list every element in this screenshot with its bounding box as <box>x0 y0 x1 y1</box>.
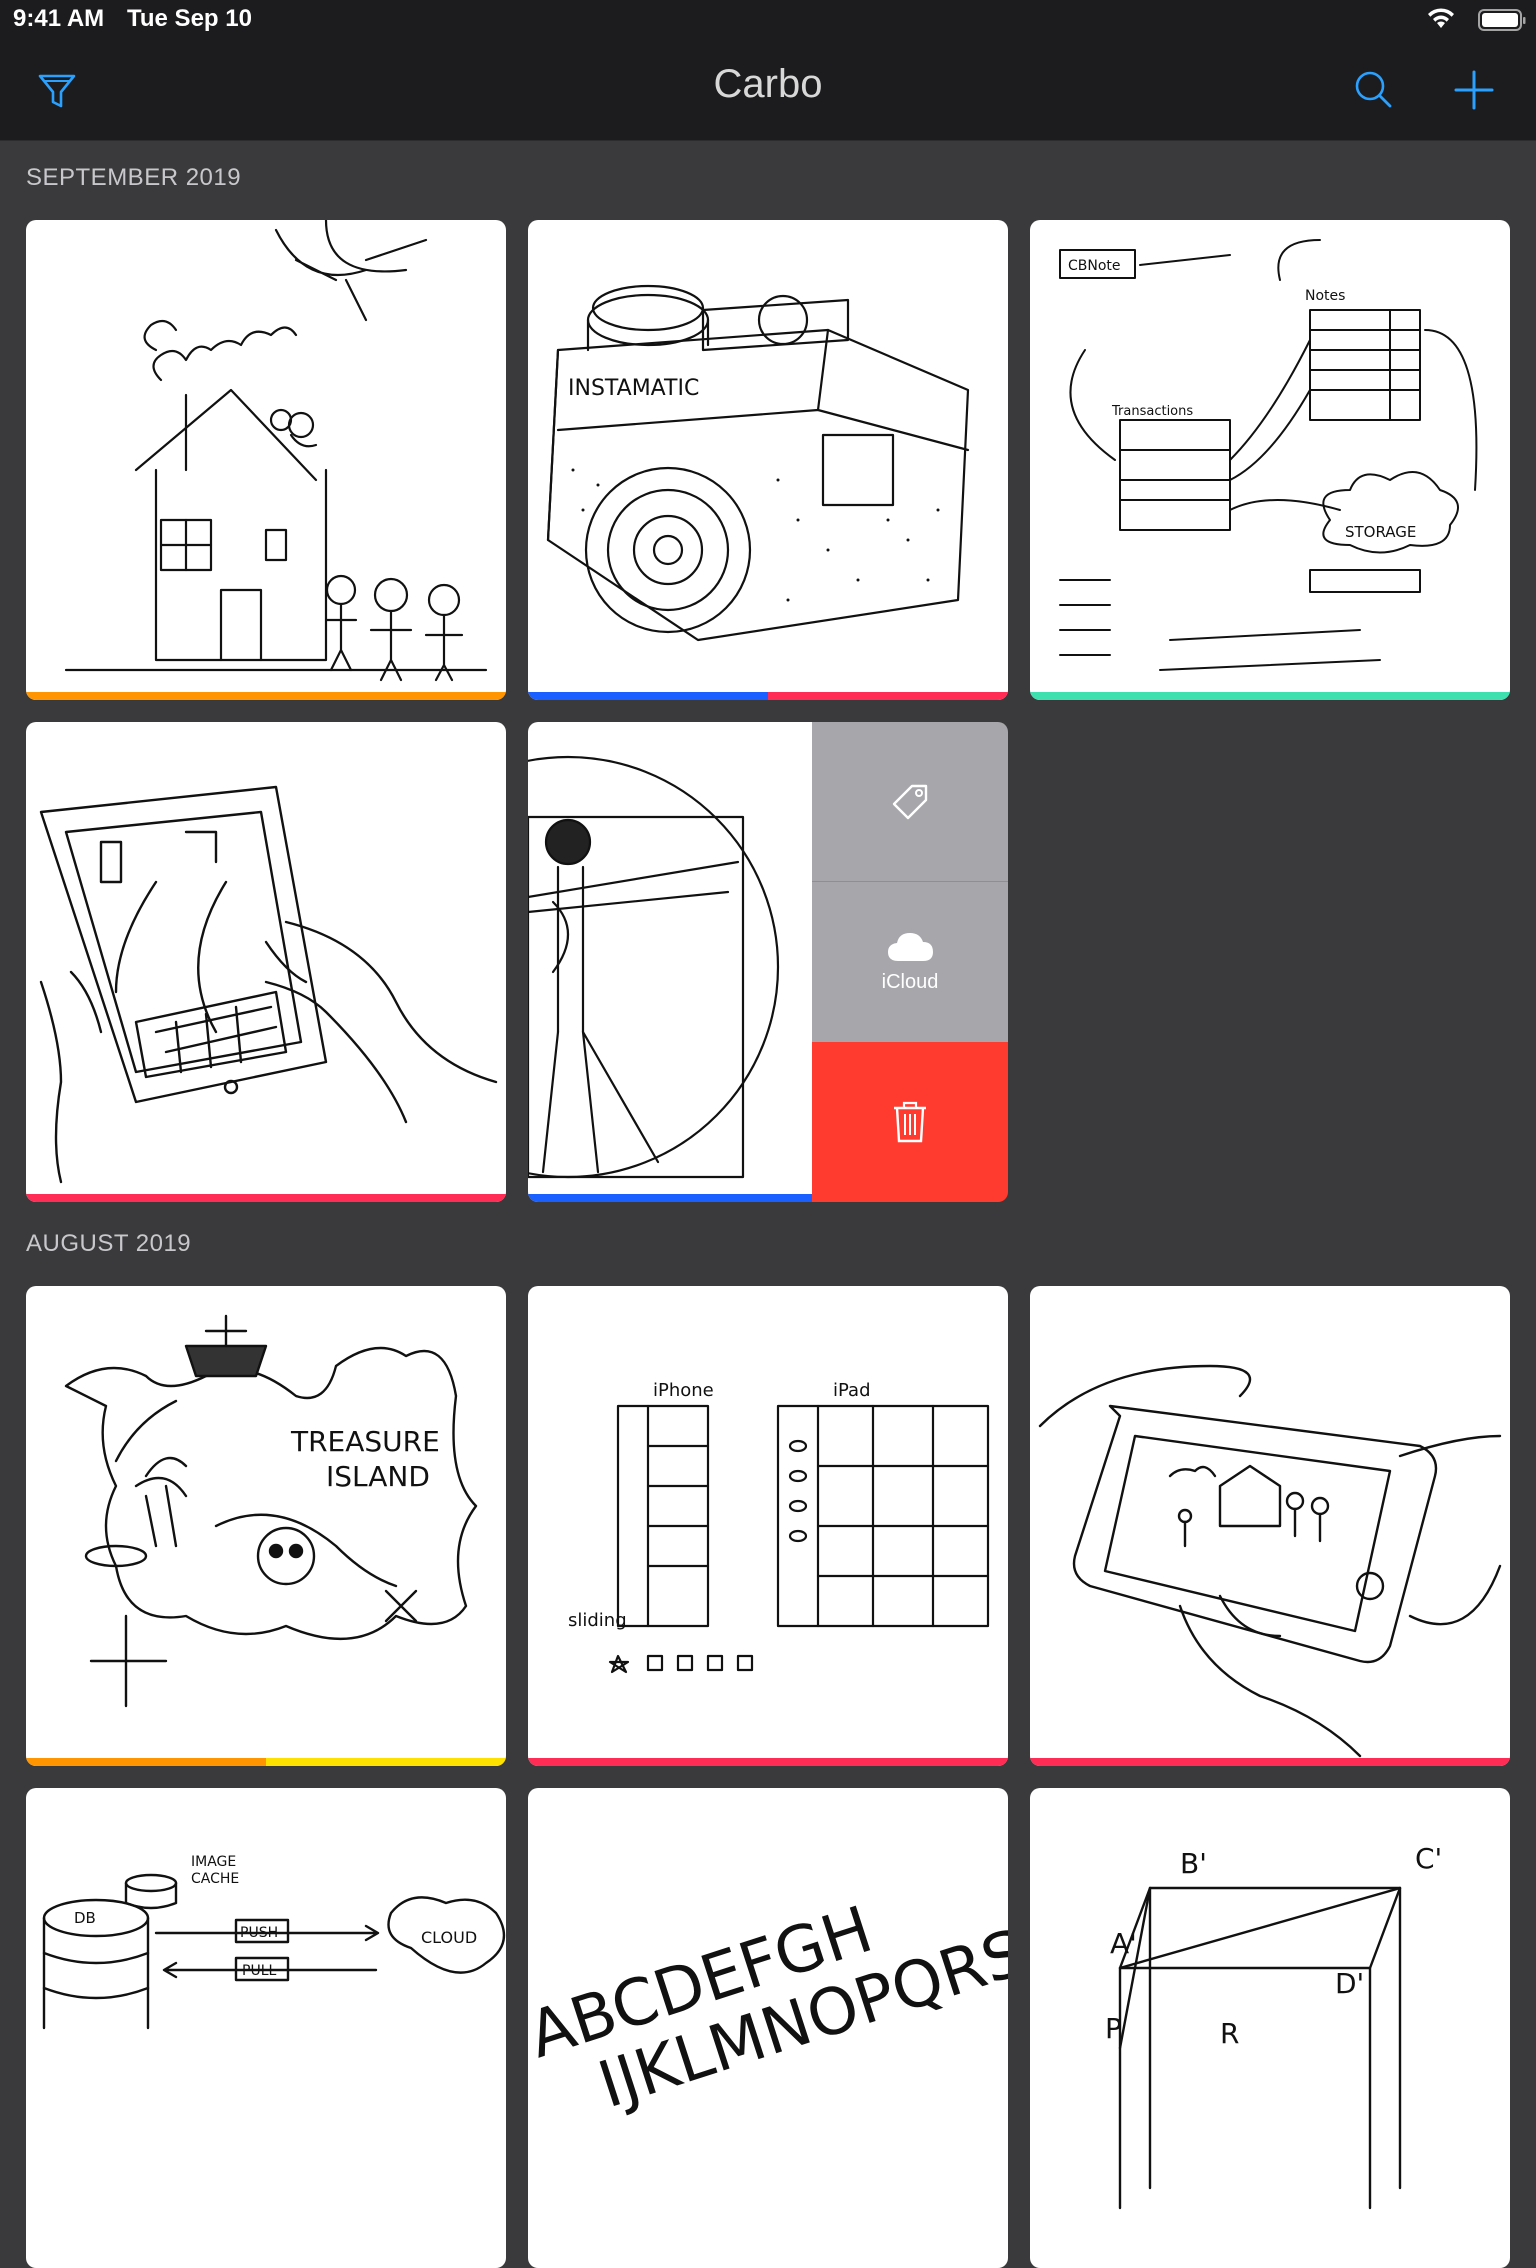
wifi-icon <box>1428 8 1454 28</box>
drawing-card-cube[interactable]: B' C' A' D' P R <box>1030 1788 1510 2268</box>
diagram-sketch: CBNote Notes Transactions STORAGE <box>1059 239 1478 671</box>
tag-strip <box>528 1758 1008 1766</box>
diagram-notes-label: Notes <box>1305 288 1345 304</box>
status-date: Tue Sep 10 <box>127 5 252 32</box>
delete-action-button[interactable] <box>812 1042 1008 1202</box>
wire-ipad-label: iPad <box>833 1380 871 1401</box>
tag-strip <box>26 1194 506 1202</box>
cube-label-d: D' <box>1335 1967 1364 2000</box>
db-pull-label: PULL <box>242 1963 276 1979</box>
db-label: DB <box>74 1909 96 1927</box>
drawing-card-diagram[interactable]: CBNote Notes Transactions STORAGE <box>1030 220 1510 700</box>
alphabet-sketch: ABCDEFGH IJKLMNOPQRS <box>528 1893 1008 2123</box>
db-push-label: PUSH <box>240 1925 278 1941</box>
db-cloud-sketch: DB IMAGE CACHE PUSH PULL CLOUD <box>42 1854 506 2030</box>
tablet-sketch <box>39 785 498 1184</box>
treasure-map-sketch: TREASURE ISLAND <box>64 1314 478 1708</box>
map-title-line1: TREASURE <box>290 1425 440 1458</box>
vitruvian-sketch <box>528 755 780 1179</box>
section-header-august: AUGUST 2019 <box>26 1230 192 1257</box>
drawing-card-db-cloud[interactable]: DB IMAGE CACHE PUSH PULL CLOUD <box>26 1788 506 2268</box>
plus-icon <box>1454 70 1494 110</box>
map-title-line2: ISLAND <box>326 1460 430 1493</box>
drawing-card-house[interactable] <box>26 220 506 700</box>
drawing-card-phone-hands[interactable] <box>1030 1286 1510 1766</box>
diagram-storage-label: STORAGE <box>1345 523 1416 541</box>
icloud-action-label: iCloud <box>881 970 939 993</box>
drawing-card-camera[interactable]: INSTAMATIC <box>528 220 1008 700</box>
db-cloud-label: CLOUD <box>421 1928 477 1947</box>
tag-strip <box>1030 1758 1510 1766</box>
swipe-actions-panel: iCloud <box>812 722 1008 1202</box>
camera-brand-text: INSTAMATIC <box>568 376 699 401</box>
page-title: Carbo <box>713 62 823 106</box>
cloud-icon <box>888 932 933 961</box>
filter-button[interactable] <box>34 66 82 114</box>
db-cache-label-1: IMAGE <box>191 1854 236 1870</box>
search-icon <box>1355 71 1392 108</box>
battery-icon <box>1478 9 1526 31</box>
add-button[interactable] <box>1450 66 1498 114</box>
db-cache-label-2: CACHE <box>191 1871 239 1887</box>
diagram-note-label: CBNote <box>1068 258 1121 274</box>
status-time: 9:41 AM <box>13 5 105 32</box>
wire-sliding-label: sliding <box>568 1610 627 1631</box>
trash-icon <box>894 1101 926 1143</box>
tag-strip <box>528 1194 812 1202</box>
wireframes-sketch: iPhone iPad sliding <box>568 1380 990 1674</box>
tag-strip <box>26 1758 506 1766</box>
cube-label-c: C' <box>1415 1842 1442 1875</box>
diagram-transactions-label: Transactions <box>1111 404 1193 419</box>
tag-strip <box>528 692 1008 700</box>
cube-label-a: A' <box>1110 1927 1137 1960</box>
icloud-action-button[interactable]: iCloud <box>812 882 1008 1042</box>
drawing-card-wireframes[interactable]: iPhone iPad sliding <box>528 1286 1008 1766</box>
drawing-card-tablet[interactable] <box>26 722 506 1202</box>
camera-sketch: INSTAMATIC <box>546 284 970 642</box>
cube-sketch: B' C' A' D' P R <box>1105 1842 1442 2210</box>
tag-strip <box>1030 692 1510 700</box>
wire-iphone-label: iPhone <box>653 1380 714 1401</box>
drawing-card-treasure-map[interactable]: TREASURE ISLAND <box>26 1286 506 1766</box>
cube-label-r: R <box>1220 2017 1239 2050</box>
phone-hands-sketch <box>1038 1364 1502 1758</box>
house-sketch <box>64 220 488 682</box>
nav-bar: Carbo <box>0 40 1536 141</box>
filter-icon <box>38 74 76 108</box>
tag-strip <box>26 692 506 700</box>
section-header-september: SEPTEMBER 2019 <box>26 164 242 191</box>
drawing-card-alphabet[interactable]: ABCDEFGH IJKLMNOPQRS <box>528 1788 1008 2268</box>
tag-action-button[interactable] <box>812 722 1008 882</box>
cube-label-p: P <box>1105 2012 1122 2045</box>
drawing-card-vitruvian[interactable] <box>528 722 812 1202</box>
cube-label-b: B' <box>1180 1847 1207 1880</box>
search-button[interactable] <box>1350 66 1398 114</box>
status-bar: 9:41 AM Tue Sep 10 <box>0 0 1536 40</box>
tag-icon <box>892 784 928 819</box>
